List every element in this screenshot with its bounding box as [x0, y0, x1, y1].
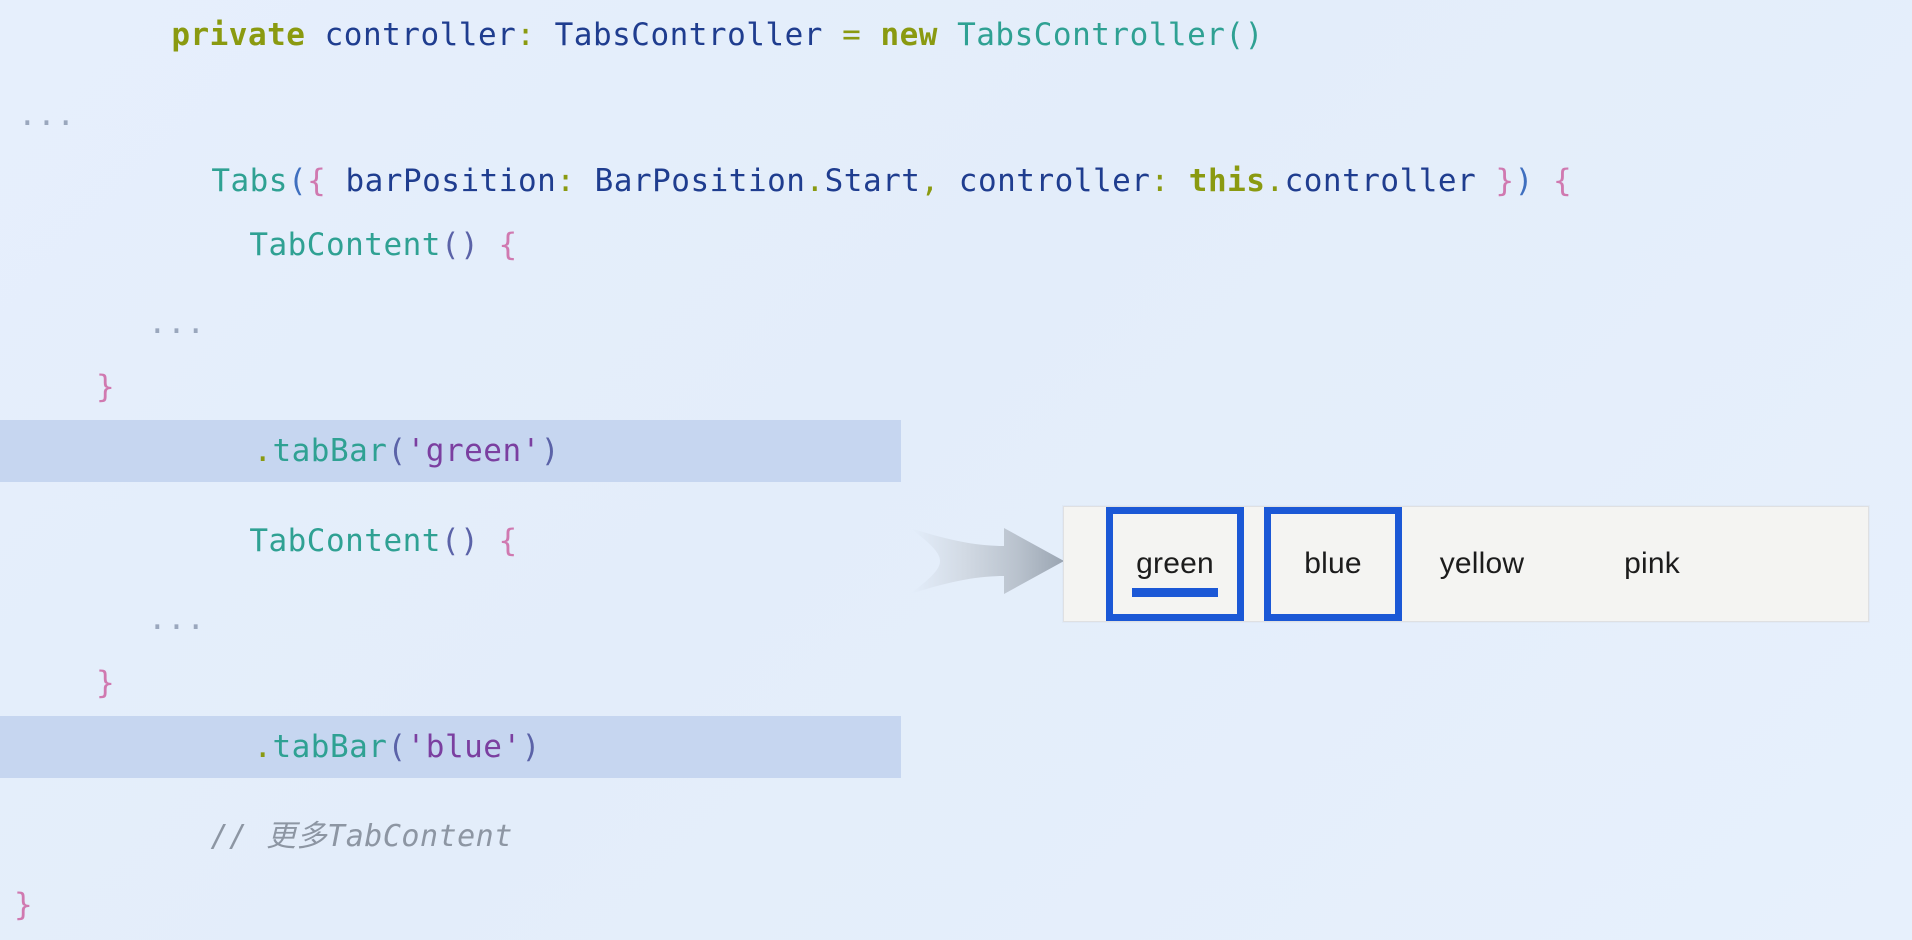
token-space — [1170, 163, 1189, 199]
code-line-5: ... — [0, 292, 1912, 354]
token-brace-close: } — [1495, 163, 1515, 199]
highlight-band-blue — [0, 716, 901, 778]
token-brace-open: { — [498, 523, 518, 559]
token-space — [479, 227, 498, 263]
token-dot: . — [1265, 163, 1285, 199]
token-brace-close: } — [14, 887, 34, 923]
token-comma: , — [920, 163, 940, 199]
token-space — [535, 17, 554, 53]
token-parens: () — [440, 523, 480, 559]
token-space — [1534, 163, 1553, 199]
token-paren-open: ( — [387, 433, 407, 469]
code-line-10: } — [0, 652, 1912, 714]
token-ellipsis: ... — [148, 305, 206, 341]
token-space — [479, 523, 498, 559]
token-constructor-call: TabsController() — [957, 17, 1264, 53]
token-method-tabbar: tabBar — [272, 433, 388, 469]
token-paren-close: ) — [540, 433, 560, 469]
tabbar-leading-spacer — [1064, 507, 1106, 621]
token-colon: : — [516, 17, 536, 53]
token-equals: = — [842, 17, 862, 53]
token-ellipsis: ... — [148, 601, 206, 637]
token-fn-tabcontent: TabContent — [249, 523, 441, 559]
token-keyword-this: this — [1188, 163, 1266, 199]
tab-yellow[interactable]: yellow — [1402, 507, 1562, 621]
token-colon: : — [1150, 163, 1170, 199]
token-identifier-controller: controller — [1284, 163, 1477, 199]
token-string-green: 'green' — [406, 433, 541, 469]
token-fn-tabs: Tabs — [211, 163, 288, 199]
tab-yellow-label: yellow — [1439, 547, 1525, 580]
token-prop-controller: controller — [958, 163, 1151, 199]
token-brace-open: { — [498, 227, 518, 263]
tabbar-gap-1 — [1244, 507, 1264, 621]
token-dot: . — [253, 433, 273, 469]
token-fn-tabcontent: TabContent — [249, 227, 441, 263]
code-line-2: ... — [0, 84, 1912, 146]
token-prop-barposition: barPosition — [345, 163, 557, 199]
token-space — [305, 17, 324, 53]
token-space — [823, 17, 842, 53]
token-enum-barposition: BarPosition — [594, 163, 806, 199]
tab-pink-label: pink — [1624, 547, 1680, 580]
token-keyword-new: new — [880, 17, 938, 53]
token-parens: () — [440, 227, 480, 263]
code-line-13: } — [0, 874, 1912, 936]
code-line-3: Tabs({ barPosition: BarPosition.Start, c… — [0, 150, 1912, 212]
code-line-1: private controller: TabsController = new… — [0, 4, 1912, 66]
token-paren-close: ) — [521, 729, 541, 765]
token-brace-close: } — [96, 369, 116, 405]
token-method-tabbar: tabBar — [272, 729, 388, 765]
tab-blue-label: blue — [1304, 547, 1362, 580]
code-line-11-tabbar-blue: .tabBar('blue') — [0, 716, 1912, 778]
token-space — [575, 163, 594, 199]
token-space — [861, 17, 880, 53]
token-space — [940, 163, 959, 199]
token-keyword-private: private — [171, 17, 306, 53]
token-brace-open: { — [307, 163, 327, 199]
highlight-band-green — [0, 420, 901, 482]
token-dot: . — [805, 163, 825, 199]
token-paren-close: ) — [1514, 163, 1534, 199]
tab-green[interactable]: green — [1106, 507, 1244, 621]
token-brace-close: } — [96, 665, 116, 701]
tab-pink[interactable]: pink — [1562, 507, 1742, 621]
token-enum-start: Start — [824, 163, 921, 199]
tab-green-underline-indicator — [1131, 588, 1218, 597]
token-identifier-controller: controller — [324, 17, 517, 53]
token-colon: : — [556, 163, 576, 199]
token-paren-open: ( — [387, 729, 407, 765]
tabbar-preview: green blue yellow pink — [1063, 506, 1869, 622]
right-arrow-icon — [908, 516, 1068, 606]
token-type-tabscontroller: TabsController — [554, 17, 823, 53]
token-space — [938, 17, 957, 53]
tab-green-label: green — [1136, 547, 1214, 580]
token-space — [1476, 163, 1495, 199]
code-line-4: TabContent() { — [0, 214, 1912, 276]
code-line-7-tabbar-green: .tabBar('green') — [0, 420, 1912, 482]
token-string-blue: 'blue' — [406, 729, 522, 765]
code-line-9: ... — [0, 588, 1912, 650]
code-line-6: } — [0, 356, 1912, 418]
code-line-8: TabContent() { — [0, 510, 1912, 572]
token-comment: // 更多TabContent — [210, 819, 513, 854]
token-dot: . — [253, 729, 273, 765]
tab-blue[interactable]: blue — [1264, 507, 1402, 621]
token-paren-open: ( — [287, 163, 308, 199]
token-ellipsis: ... — [18, 97, 76, 133]
code-line-12-comment: // 更多TabContent — [0, 806, 1912, 868]
token-block-open: { — [1552, 163, 1573, 199]
